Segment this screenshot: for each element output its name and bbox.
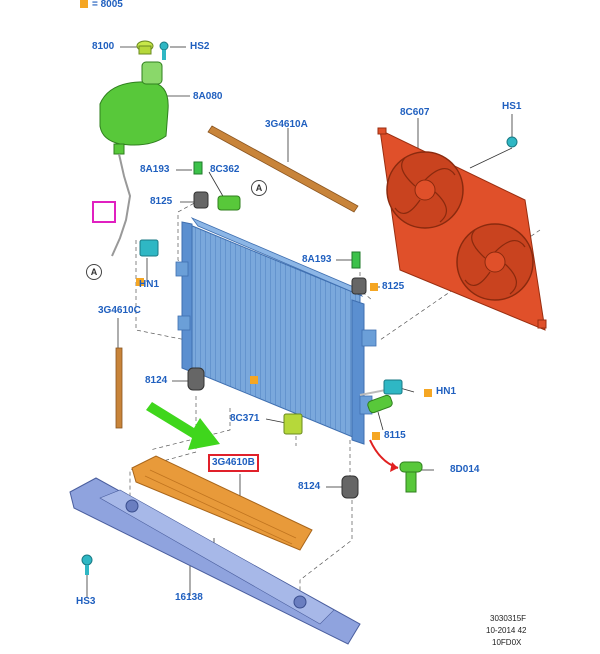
marker-8005-hn1-right xyxy=(424,389,432,397)
label-8a080: 8A080 xyxy=(193,91,223,102)
label-hn1-left: HN1 xyxy=(139,279,160,290)
radiator xyxy=(175,217,397,445)
legend-key xyxy=(80,0,88,8)
marker-8005-radiator xyxy=(250,376,258,384)
footer-line-3: 10FD0X xyxy=(492,638,522,647)
footer-line-2: 10-2014 42 xyxy=(486,626,527,635)
red-arrow xyxy=(369,439,399,472)
lower-bracket xyxy=(69,477,361,645)
label-3g4610a: 3G4610A xyxy=(265,119,308,130)
marker-8005-8125-right xyxy=(370,283,378,291)
label-8a193-left: 8A193 xyxy=(140,164,170,175)
label-hs2: HS2 xyxy=(190,41,210,52)
upper-brace xyxy=(207,125,359,213)
label-8a193-right: 8A193 xyxy=(302,254,332,265)
callout-a-upper: A xyxy=(251,180,267,196)
label-8c362: 8C362 xyxy=(210,164,240,175)
leader-lines xyxy=(86,46,513,598)
label-hs1: HS1 xyxy=(502,101,522,112)
label-hn1-right: HN1 xyxy=(436,386,457,397)
fittings xyxy=(81,41,518,575)
label-8125-left: 8125 xyxy=(150,196,173,207)
label-8c371: 8C371 xyxy=(230,413,260,424)
marker-8005-8115 xyxy=(372,432,380,440)
label-8124-right: 8124 xyxy=(298,481,321,492)
coolant-reservoir xyxy=(99,61,169,257)
callout-a-lower: A xyxy=(86,264,102,280)
deflector-ribs xyxy=(144,469,297,545)
label-8115: 8115 xyxy=(384,430,406,441)
reservoir-cap xyxy=(136,40,154,55)
legend-label: = 8005 xyxy=(92,0,123,10)
side-brace xyxy=(115,347,123,429)
label-8c607: 8C607 xyxy=(400,107,430,118)
label-3g4610c: 3G4610C xyxy=(98,305,141,316)
label-8125-right: 8125 xyxy=(382,281,405,292)
label-8d014: 8D014 xyxy=(450,464,480,475)
label-8100: 8100 xyxy=(92,41,115,52)
hose-routing-icon xyxy=(92,201,116,223)
green-arrow xyxy=(146,402,220,450)
label-16138: 16138 xyxy=(175,592,203,603)
deflector xyxy=(131,455,313,551)
marker-8005-hn1-left xyxy=(136,278,144,286)
label-hs3: HS3 xyxy=(76,596,96,607)
label-3g4610b: 3G4610B xyxy=(208,454,259,472)
label-8124-left: 8124 xyxy=(145,375,168,386)
fan-shroud xyxy=(377,127,547,331)
footer-line-1: 3030315F xyxy=(490,614,527,623)
